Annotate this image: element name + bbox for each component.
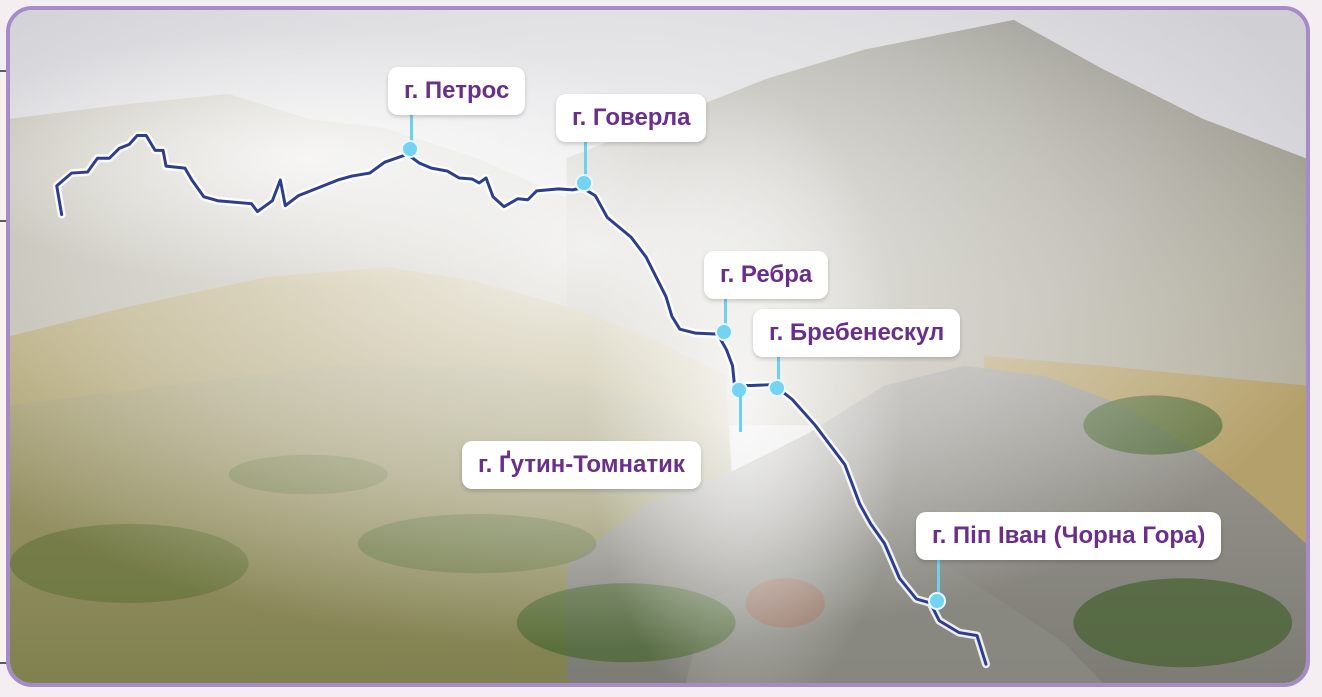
peak-rebra-connector (724, 296, 727, 330)
peak-hoverla-marker[interactable] (575, 174, 593, 192)
peak-petros-label[interactable]: г. Петрос (388, 67, 526, 115)
peak-gutyn-connector (739, 396, 742, 432)
peak-pip-ivan-marker[interactable] (928, 592, 946, 610)
peak-petros-marker[interactable] (401, 140, 419, 158)
mountain-background (10, 10, 1306, 683)
peak-brebeneskul-label[interactable]: г. Бребенескул (753, 309, 961, 357)
peak-brebeneskul-marker[interactable] (768, 379, 786, 397)
peak-gutyn-label[interactable]: г. Ґутин-Томнатик (462, 441, 701, 489)
ridge-route (52, 131, 990, 669)
peak-petros-connector (410, 114, 413, 150)
peak-brebeneskul-connector (777, 354, 780, 386)
peak-rebra-label[interactable]: г. Ребра (704, 251, 829, 299)
peak-pip-ivan-connector (937, 558, 940, 598)
peak-rebra-marker[interactable] (715, 323, 733, 341)
map-frame: г. Петрос г. Говерла г. Ребра г. Бребене… (6, 6, 1310, 687)
peak-hoverla-label[interactable]: г. Говерла (556, 94, 707, 142)
peak-pip-ivan-label[interactable]: г. Піп Іван (Чорна Гора) (916, 512, 1222, 560)
peak-hoverla-connector (584, 142, 587, 180)
